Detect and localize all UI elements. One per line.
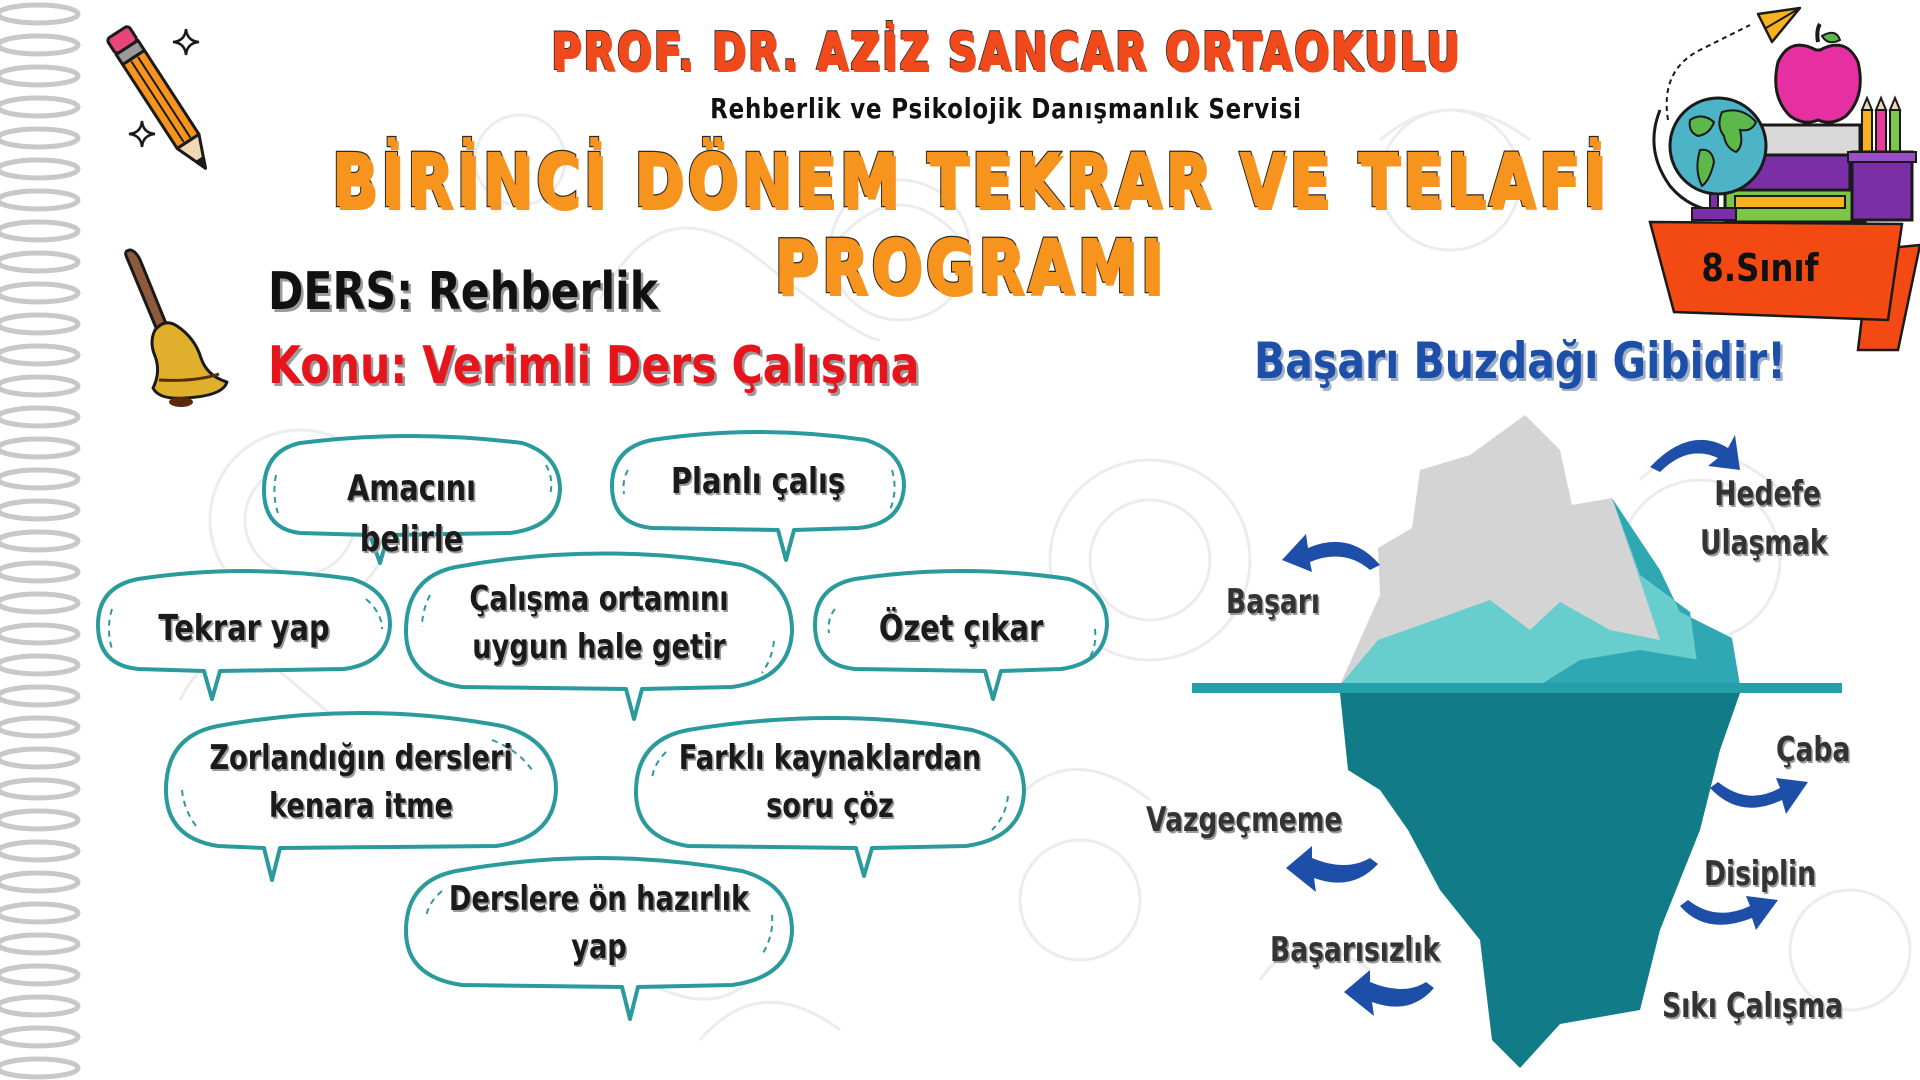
sparkle-icon [172,28,200,56]
tip-text: Farklı kaynaklardan soru çöz [678,738,982,827]
sparkle-icon [128,120,156,148]
label-success: Başarı [1226,582,1320,622]
speech-bubble-shape [262,434,562,565]
speech-bubble-shape [164,711,558,882]
grade-banner [1648,220,1920,352]
tip-bubble-summary: Özet çıkar [811,569,1111,701]
curved-arrow-icon [1710,778,1808,814]
iceberg-illustration [1192,415,1842,1068]
speech-bubble-shape [610,430,906,562]
tip-bubble-purpose: Amacını belirle [260,434,563,565]
paper-plane-icon [1756,6,1802,44]
tip-text: Çalışma ortamını uygun hale getir [469,579,729,668]
speech-bubble-shape [404,856,794,1021]
lesson-subject: DERS: Rehberlik [268,262,659,322]
curved-arrow-icon [1344,970,1434,1016]
iceberg-title: Başarı Buzdağı Gibidir! [1254,332,1786,390]
label-perseverance: Vazgeçmeme [1146,800,1343,840]
iceberg-peak [1340,415,1700,685]
tip-text: Tekrar yap [158,608,330,649]
tip-bubble-preparation: Derslere ön hazırlık yap [402,855,796,1021]
waterline [1192,683,1842,693]
label-hard-work: Sıkı Çalışma [1662,986,1844,1026]
pencil-icon [106,25,207,170]
tip-bubble-planned: Planlı çalış [608,430,908,562]
grade-badge: 8.Sınıf [1701,246,1819,290]
speech-bubble-shape [96,569,392,701]
iceberg-underwater [1340,693,1740,1068]
school-supplies-illustration [1648,6,1920,352]
program-title: BİRİNCİ DÖNEM TEKRAR VE TELAFİ PROGRAMI [330,137,1609,312]
curved-arrow-icon [1286,846,1378,892]
lesson-topic: Konu: Verimli Ders Çalışma [268,336,920,396]
bell-icon [124,248,229,407]
speech-bubble-shape [634,716,1026,878]
spiral-binding [0,2,81,1080]
tip-text: Zorlandığın dersleri kenara itme [209,738,513,827]
service-name: Rehberlik ve Psikolojik Danışmanlık Serv… [710,92,1302,125]
tip-bubble-sources: Farklı kaynaklardan soru çöz [632,716,1028,878]
curved-arrow-icon [1282,534,1380,572]
paper-plane-trail [1665,24,1751,121]
speech-bubble-shape [813,569,1109,701]
label-reach-goal: Hedefe Ulaşmak [1700,474,1828,564]
tip-bubble-repeat: Tekrar yap [94,569,394,701]
tip-bubble-environment: Çalışma ortamını uygun hale getir [402,551,796,721]
apple-icon [1774,22,1862,124]
label-effort: Çaba [1776,730,1851,770]
tip-bubble-difficult: Zorlandığın dersleri kenara itme [162,710,560,882]
speech-bubble-shape [404,551,794,721]
tip-text: Planlı çalış [670,461,846,502]
label-failure: Başarısızlık [1270,930,1441,970]
label-discipline: Disiplin [1704,854,1817,894]
globe-icon [1652,96,1768,221]
curved-arrow-icon [1650,435,1740,472]
tip-text: Amacını belirle [346,468,477,561]
school-name: PROF. DR. AZİZ SANCAR ORTAOKULU [550,21,1462,83]
tip-text: Derslere ön hazırlık yap [448,879,750,968]
curved-arrow-icon [1680,896,1778,930]
pencil-cup-icon [1847,95,1917,222]
tip-text: Özet çıkar [878,608,1044,649]
